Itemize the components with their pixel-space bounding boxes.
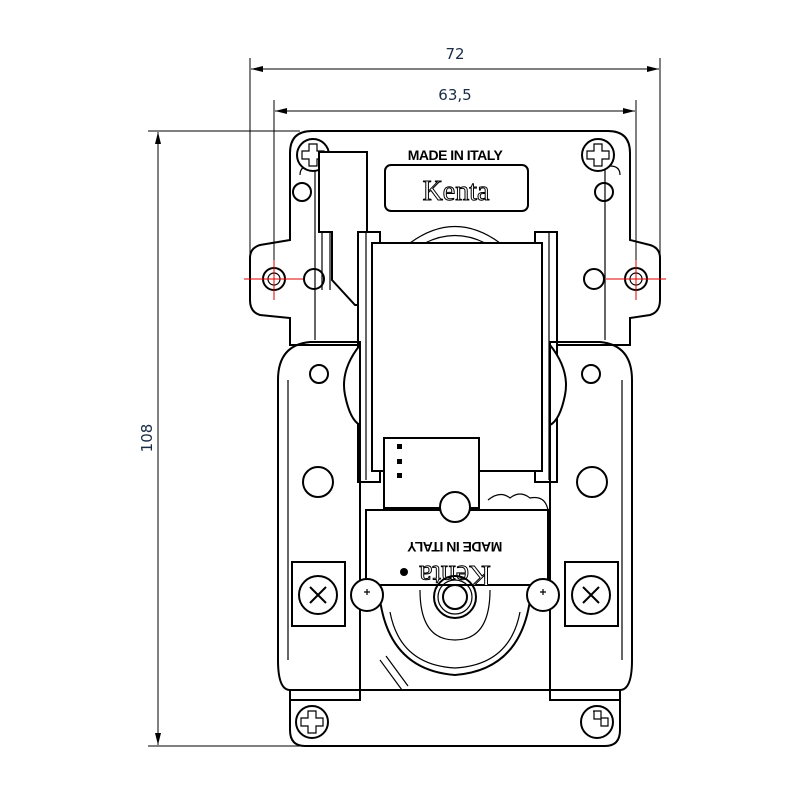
gearbox-marking-text: MADE IN ITALY <box>407 539 503 555</box>
lower-housing <box>277 341 361 701</box>
screw-bottom-left-icon <box>295 705 329 739</box>
bracket-tab <box>318 151 368 306</box>
dimension-width-63-5: 63,5 <box>273 86 637 268</box>
dot-marker-icon <box>400 568 408 576</box>
output-shaft-icon <box>433 575 477 619</box>
bottom-plate <box>289 689 621 747</box>
hole-icon <box>594 182 614 202</box>
gearbox-screw-left-icon <box>350 578 384 612</box>
side-screw-right-icon <box>564 561 619 627</box>
hole-icon <box>583 268 605 290</box>
dimension-height-108: 108 <box>138 130 300 747</box>
hole-icon <box>303 268 325 290</box>
top-brand-logo: Kenta <box>423 176 490 207</box>
screw-bottom-right-icon <box>580 705 614 739</box>
dimension-width-72: 72 <box>249 45 661 282</box>
gearbox-screw-right-icon <box>526 578 560 612</box>
hole-icon <box>302 466 334 498</box>
side-screw-left-icon <box>291 561 346 627</box>
hole-icon <box>309 364 329 384</box>
top-marking-text: MADE IN ITALY <box>408 147 504 163</box>
gear-housing-arc <box>379 599 531 677</box>
hole-icon <box>292 182 312 202</box>
screw-top-right-icon <box>581 138 615 172</box>
brand-plate <box>384 164 529 212</box>
shaft-cap-icon <box>439 491 471 523</box>
hole-icon <box>576 466 608 498</box>
mounting-hole-left-icon <box>244 260 304 300</box>
dimension-label-108: 108 <box>138 424 156 453</box>
mounting-hole-right-icon <box>606 260 666 300</box>
hole-icon <box>581 364 601 384</box>
top-mounting-plate <box>249 130 661 346</box>
dimension-label-72: 72 <box>445 45 464 63</box>
dimension-label-63-5: 63,5 <box>438 86 471 104</box>
